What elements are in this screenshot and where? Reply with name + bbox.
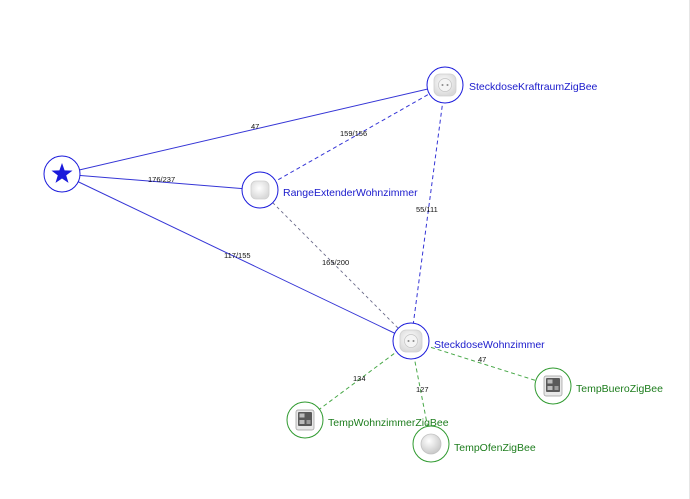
links-layer xyxy=(61,84,554,445)
link-label-coordinator-range: 176/237 xyxy=(148,175,175,184)
link-label-range-wohnzimmer: 165/200 xyxy=(322,258,349,267)
link-label-kraftraum-wohnzimmer: 55/111 xyxy=(416,205,438,214)
range-extender-icon xyxy=(250,180,270,200)
node-label-kraftraum: SteckdoseKraftraumZigBee xyxy=(469,81,598,93)
link-label-wohnzimmer-ofen: 127 xyxy=(416,385,429,394)
smart-plug-icon xyxy=(433,73,457,97)
link-label-wohnzimmer-tempwz: 134 xyxy=(353,374,366,383)
node-kraftraum[interactable]: SteckdoseKraftraumZigBee xyxy=(426,66,598,104)
node-coordinator[interactable] xyxy=(43,155,81,193)
thermometer-display-icon xyxy=(295,409,315,431)
node-label-tempwz: TempWohnzimmerZigBee xyxy=(328,417,449,429)
node-range[interactable]: RangeExtenderWohnzimmer xyxy=(241,171,418,209)
link-labels-layer: 47 176/237 117/155 159/156 55/111 165/20… xyxy=(148,122,486,394)
link-coordinator-wohnzimmer[interactable] xyxy=(61,173,412,342)
node-label-buero: TempBueroZigBee xyxy=(576,383,663,395)
star-icon xyxy=(51,163,73,183)
link-wohnzimmer-buero[interactable] xyxy=(410,340,554,387)
node-wohnzimmer[interactable]: SteckdoseWohnzimmer xyxy=(392,322,545,360)
link-coordinator-kraftraum[interactable] xyxy=(61,84,446,175)
link-range-kraftraum[interactable] xyxy=(259,84,446,191)
link-label-coordinator-kraftraum: 47 xyxy=(251,122,259,131)
link-label-coordinator-wohnzimmer: 117/155 xyxy=(224,251,251,260)
link-wohnzimmer-tempwz[interactable] xyxy=(304,340,412,421)
smart-plug-icon xyxy=(399,329,423,353)
node-buero[interactable]: TempBueroZigBee xyxy=(534,367,663,405)
thermometer-display-icon xyxy=(543,375,563,397)
link-label-wohnzimmer-buero: 47 xyxy=(478,355,486,364)
node-tempwz[interactable]: TempWohnzimmerZigBee xyxy=(286,401,449,439)
link-coordinator-range[interactable] xyxy=(61,173,261,191)
node-ofen[interactable]: TempOfenZigBee xyxy=(412,425,536,463)
link-label-range-kraftraum: 159/156 xyxy=(340,129,367,138)
link-kraftraum-wohnzimmer[interactable] xyxy=(410,84,446,342)
round-sensor-icon xyxy=(420,433,442,455)
node-label-range: RangeExtenderWohnzimmer xyxy=(283,187,418,199)
node-label-ofen: TempOfenZigBee xyxy=(454,442,536,454)
node-label-wohnzimmer: SteckdoseWohnzimmer xyxy=(434,339,545,351)
